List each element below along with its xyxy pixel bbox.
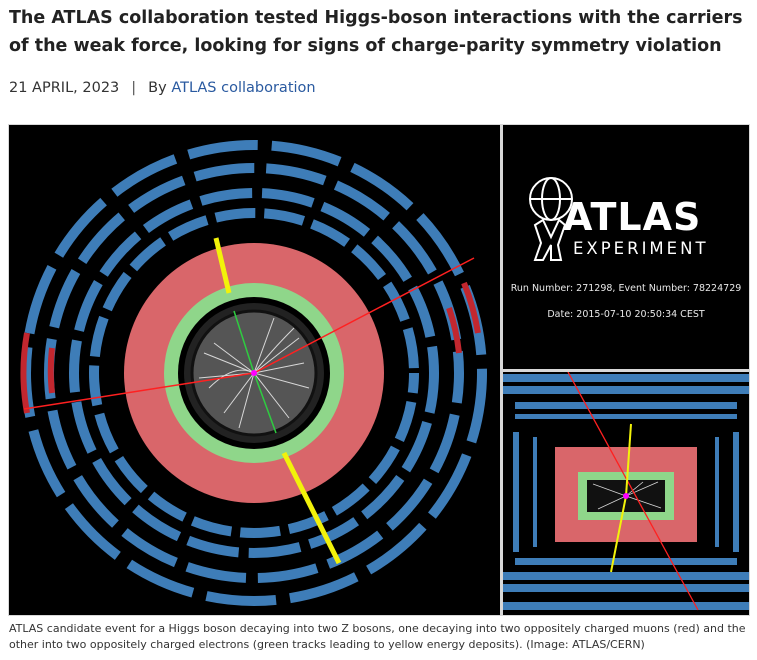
article-title: The ATLAS collaboration tested Higgs-bos…	[9, 8, 743, 56]
atlas-globe-logo	[529, 177, 573, 261]
logo-title: ATLAS	[563, 195, 702, 239]
detector-longitudinal-view	[503, 372, 749, 611]
logo-subtitle: EXPERIMENT	[573, 239, 709, 258]
byline-prefix: By	[148, 80, 167, 96]
author-link[interactable]: ATLAS collaboration	[171, 80, 316, 96]
run-info: Run Number: 271298, Event Number: 782247…	[510, 283, 742, 294]
article-date: 21 APRIL, 2023	[9, 80, 120, 96]
atlas-logo-panel: ATLAS EXPERIMENT Run Number: 271298, Eve…	[503, 125, 749, 369]
figure-caption: ATLAS candidate event for a Higgs boson …	[9, 622, 746, 651]
transverse-view-panel	[9, 125, 500, 615]
article-meta: 21 APRIL, 2023 | By ATLAS collaboration	[9, 80, 316, 96]
detector-transverse-view	[20, 140, 487, 606]
meta-separator: |	[131, 80, 137, 96]
event-display-figure: ATLAS EXPERIMENT Run Number: 271298, Eve…	[8, 124, 750, 616]
longitudinal-view-panel	[503, 372, 749, 615]
date-info: Date: 2015-07-10 20:50:34 CEST	[547, 309, 705, 320]
